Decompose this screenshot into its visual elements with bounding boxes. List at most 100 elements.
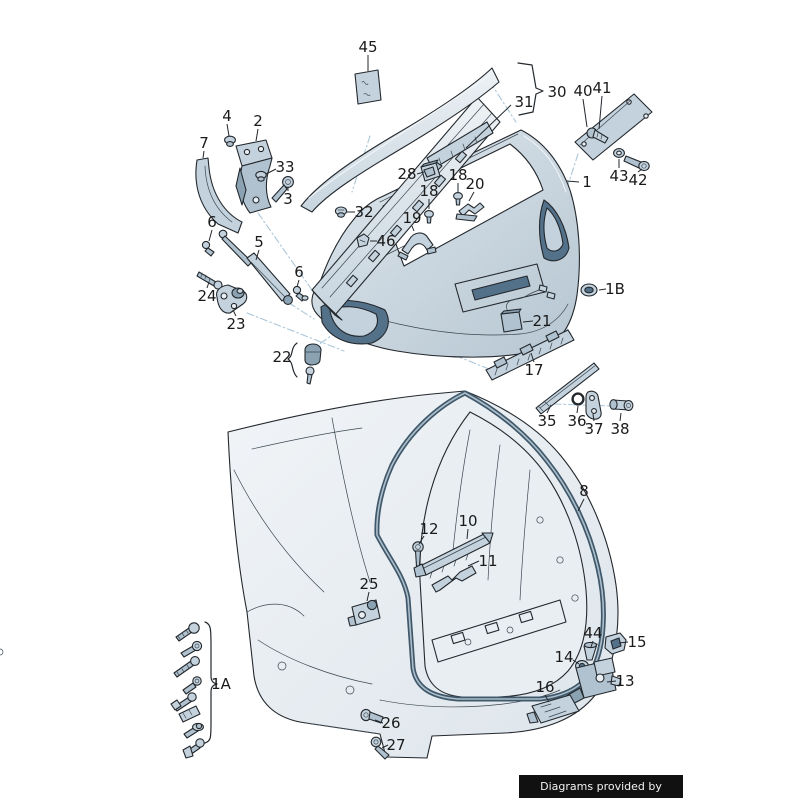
part-46-clip [356,233,370,248]
part-callout-17: 17 [524,361,543,379]
part-27-bolt [370,736,390,760]
leader-line-14 [572,659,580,665]
leader-line-23 [232,309,237,317]
leader-line-37 [592,413,595,422]
part-callout-35: 35 [537,412,556,430]
leader-line-1 [566,180,580,183]
part-callout-33: 33 [275,158,294,176]
part-callout-32: 32 [354,203,373,221]
part-callout-25: 25 [359,575,378,593]
part-callout-22: 22 [272,348,291,366]
part-callout-37: 37 [584,420,603,438]
part-callout-1: 1 [582,173,592,191]
part-callout-3: 3 [283,190,293,208]
bracket-30 [517,62,544,116]
leader-line-40 [582,98,588,128]
part-callout-13: 13 [615,672,634,690]
leader-line-16 [544,694,550,703]
leader-line-25 [366,591,370,602]
part-38-lock-cylinder [609,399,634,412]
brace-22 [287,342,298,378]
part-callout-38: 38 [610,420,629,438]
part-callout-27: 27 [386,736,405,754]
part-5-gas-strut [218,229,293,305]
leader-line-12 [418,535,425,545]
part-42-bolt [623,155,650,172]
part-19-bracket [397,232,437,261]
part-callout-42: 42 [628,171,647,189]
leader-line-26 [374,719,384,724]
leader-line-17 [530,352,535,363]
part-41-bolt [586,127,609,144]
leader-line-5 [255,249,260,261]
part-3-bolt [271,176,294,203]
part-6-ball-stud-a [201,240,215,257]
part-15-clip [604,632,627,655]
leader-line-41 [598,95,603,130]
part-callout-14: 14 [554,648,573,666]
part-callout-12: 12 [419,520,438,538]
part-32-nut [334,206,348,218]
leader-line-6 [208,229,213,242]
part-18-stud-a [453,192,463,206]
part-20-bracket [455,202,485,222]
part-callout-20: 20 [465,175,484,193]
bracket-1A [204,621,218,744]
leader-line-28 [416,171,425,175]
part-callout-10: 10 [458,512,477,530]
part-callout-26: 26 [381,714,400,732]
leader-line-13 [606,680,617,683]
leader-line-8 [577,498,585,512]
part-10-bracket [413,532,494,579]
part-24-screw [196,271,223,290]
part-40-plate [574,93,653,161]
part-callout-44: 44 [583,624,602,642]
part-callout-28: 28 [397,165,416,183]
part-callout-18: 18 [448,166,467,184]
leader-line-7 [202,150,205,159]
part-callout-46: 46 [376,232,395,250]
part-callout-40: 40 [573,82,592,100]
leader-line-42 [637,168,643,173]
part-4-nut [224,135,236,147]
part-1B-grommet [580,283,598,297]
leader-line-2 [255,128,259,142]
leader-line-20 [468,191,475,202]
part-callout-8: 8 [579,482,589,500]
part-16-plate [526,694,580,724]
part-36-o-ring [571,392,585,406]
part-2-bracket [235,139,273,214]
part-12-bolt [412,541,424,567]
part-6-ball-stud-b [292,285,309,302]
part-44-wedge [583,641,598,661]
part-25-striker [347,599,381,627]
leader-line-31 [465,104,512,149]
part-22-buffer [287,342,322,385]
part-23-hinge [216,284,248,314]
leader-line-19 [411,225,415,232]
leader-line-24 [206,281,210,289]
part-callout-36: 36 [567,412,586,430]
part-26-bolt [360,708,384,724]
part-35-trim-strip [535,362,600,415]
part-callout-24: 24 [197,287,216,305]
leader-line-33 [265,168,277,175]
part-8-weatherstrip-seal [374,390,606,702]
car-body-rear [0,390,619,759]
part-callout-19: 19 [402,209,421,227]
part-callout-11: 11 [478,552,497,570]
part-callout-30: 30 [547,83,566,101]
part-callout-31: 31 [514,93,533,111]
part-callout-5: 5 [254,233,264,251]
part-28-clip [420,159,441,182]
leader-line-27 [381,744,389,749]
leader-line-6 [296,279,300,288]
leader-line-21 [522,320,534,323]
part-7-bracket [195,157,243,234]
part-callout-16: 16 [535,678,554,696]
part-callout-6: 6 [294,263,304,281]
part-callout-18: 18 [419,182,438,200]
leader-line-4 [226,123,230,137]
part-callout-6: 6 [207,213,217,231]
